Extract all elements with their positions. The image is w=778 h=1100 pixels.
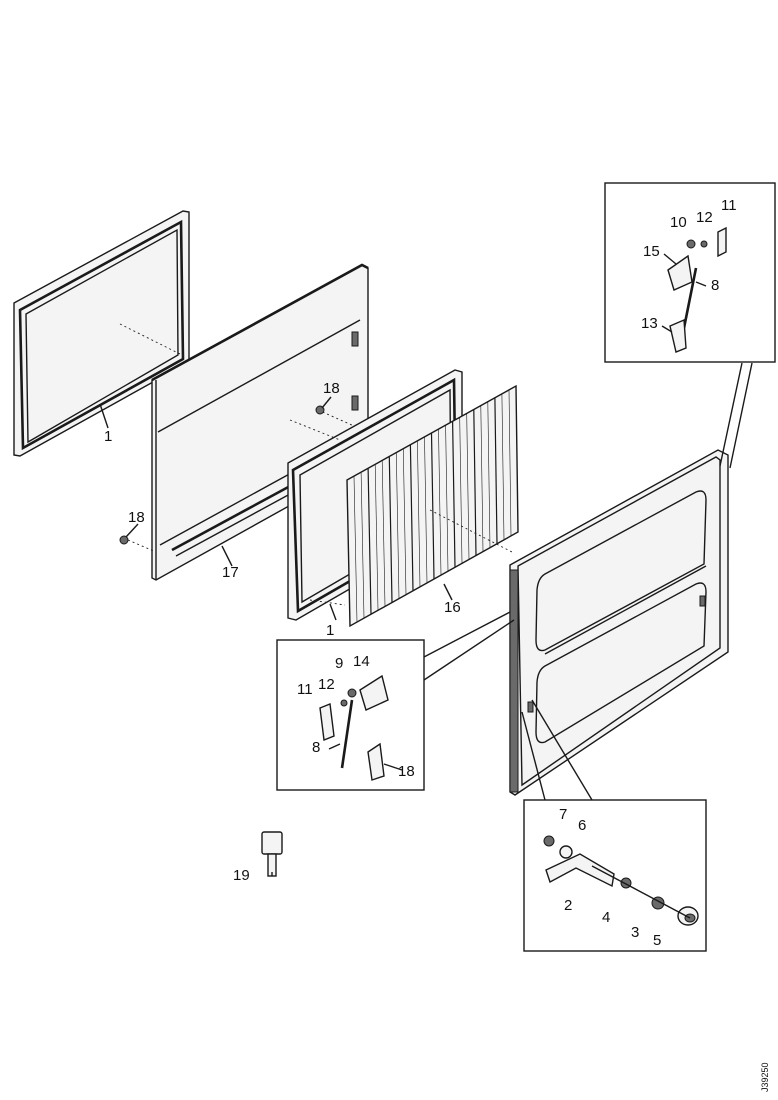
inset-a-hinge-detail [604, 182, 776, 363]
blind-pleat-line [403, 448, 407, 595]
label-inset-a-13: 13 [641, 315, 658, 332]
label-leaders [99, 253, 707, 876]
blind-pleat-line [508, 389, 512, 536]
label-inset-c-7: 7 [559, 806, 567, 823]
label-inset-b-11: 11 [297, 681, 313, 698]
label-blind-16: 16 [444, 599, 461, 616]
blind-pleat-line [459, 417, 463, 564]
blind-pleat-line [466, 413, 470, 560]
inset-c-latch-detail [523, 799, 707, 952]
label-inset-b-14: 14 [353, 653, 370, 670]
label-inset-c-6: 6 [578, 817, 586, 834]
blind-pleat-line [494, 397, 498, 544]
blind-pleat-line [409, 444, 414, 591]
label-screw-18-left: 18 [128, 509, 145, 526]
label-inset-a-11: 11 [721, 197, 737, 214]
blind-pleat-line [487, 401, 491, 548]
blind-pleat-line [438, 429, 442, 576]
blind-part-16 [346, 384, 519, 628]
blind-pleat-line [480, 405, 484, 552]
label-inset-a-12: 12 [696, 209, 713, 226]
callout-labels: 1 1 18 18 17 16 11 12 9 14 8 18 10 12 11… [104, 197, 737, 949]
label-panel-17: 17 [222, 564, 239, 581]
label-frame-1-center: 1 [326, 622, 334, 639]
label-inset-a-15: 15 [643, 243, 660, 260]
label-inset-a-8: 8 [711, 277, 719, 294]
frame-part-1-left [13, 210, 190, 457]
blind-pleat-line [417, 440, 421, 587]
blind-pleat-line [445, 425, 449, 572]
blind-pleat-line [424, 436, 428, 583]
label-inset-c-5: 5 [653, 932, 661, 949]
label-inset-b-12: 12 [318, 676, 335, 693]
blind-pleat-line [473, 409, 477, 556]
alignment-lines [119, 323, 513, 606]
inset-leader-lines [423, 362, 753, 801]
label-inset-b-9: 9 [335, 655, 343, 672]
key-part-19 [261, 831, 283, 877]
blind-pleat-line [353, 476, 358, 623]
label-inset-b-8: 8 [312, 739, 320, 756]
blind-pleat-line [381, 460, 386, 607]
label-screw-18-upper: 18 [323, 380, 340, 397]
label-inset-c-2: 2 [564, 897, 572, 914]
screws-part-18 [119, 405, 325, 545]
blind-pleat-line [367, 468, 372, 615]
blind-pleat-line [501, 393, 505, 540]
blind-pleat-line [396, 452, 400, 599]
blind-pleat-line [360, 472, 365, 619]
label-inset-c-4: 4 [602, 909, 610, 926]
label-frame-1-left: 1 [104, 428, 112, 445]
label-key-19: 19 [233, 867, 250, 884]
blind-pleat-line [430, 432, 435, 580]
label-inset-c-3: 3 [631, 924, 639, 941]
label-inset-b-18: 18 [398, 763, 415, 780]
blind-pleat-line [374, 464, 379, 611]
figure-code: J39250 [760, 1062, 770, 1092]
label-inset-a-10: 10 [670, 214, 687, 231]
blind-pleat-line [452, 421, 456, 568]
inset-b-hinge-detail [276, 639, 425, 791]
blind-pleat-line [388, 456, 393, 603]
door-assembly [509, 449, 729, 796]
